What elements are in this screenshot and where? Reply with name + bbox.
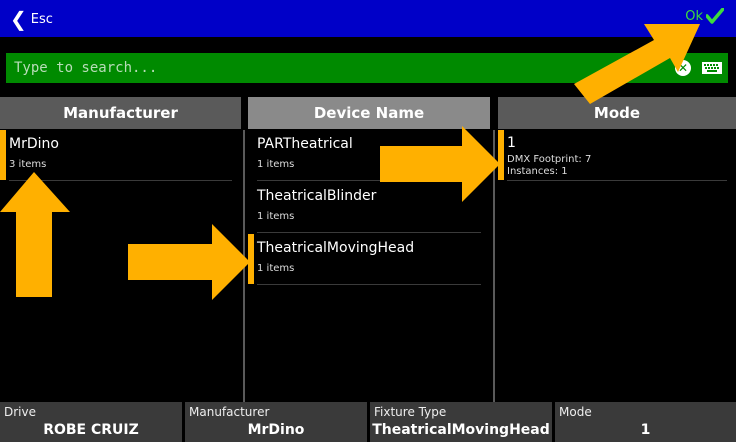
summary-value: ROBE CRUIZ	[43, 422, 139, 438]
device-item-partheatrical[interactable]: PARTheatrical 1 items	[257, 129, 481, 181]
ok-label: Ok	[685, 8, 703, 24]
summary-value: TheatricalMovingHead	[372, 422, 550, 438]
summary-caption: Mode	[559, 405, 592, 419]
clear-icon[interactable]: ✕	[675, 60, 691, 76]
selection-indicator	[248, 234, 254, 284]
mode-column: Mode 1 DMX Footprint: 7 Instances: 1	[498, 97, 736, 402]
device-name-header[interactable]: Device Name	[248, 97, 490, 129]
selection-indicator	[498, 130, 504, 180]
item-name: 1	[507, 135, 516, 151]
column-divider	[243, 130, 245, 402]
checkmark-icon	[706, 8, 724, 24]
title-bar: ❮ Esc Ok	[0, 0, 736, 37]
device-item-theatricalmovinghead[interactable]: TheatricalMovingHead 1 items	[248, 233, 481, 285]
item-name: PARTheatrical	[257, 136, 353, 152]
mode-item-1[interactable]: 1 DMX Footprint: 7 Instances: 1	[498, 129, 727, 181]
item-name: MrDino	[9, 136, 59, 152]
search-input[interactable]	[6, 53, 656, 83]
summary-caption: Manufacturer	[189, 405, 270, 419]
item-count: 1 items	[257, 159, 295, 170]
selection-indicator	[0, 130, 6, 180]
esc-button[interactable]: ❮ Esc	[10, 7, 53, 31]
chevron-left-icon: ❮	[10, 7, 27, 31]
esc-label: Esc	[30, 11, 53, 27]
device-name-column: Device Name PARTheatrical 1 items Theatr…	[248, 97, 490, 402]
summary-value: MrDino	[247, 422, 305, 438]
summary-caption: Fixture Type	[374, 405, 447, 419]
keyboard-icon[interactable]	[702, 62, 722, 74]
item-count: 1 items	[257, 263, 295, 274]
device-item-theatricalblinder[interactable]: TheatricalBlinder 1 items	[257, 181, 481, 233]
item-name: TheatricalMovingHead	[257, 240, 415, 256]
summary-drive: Drive ROBE CRUIZ	[0, 402, 182, 442]
column-divider	[493, 130, 495, 402]
mode-header[interactable]: Mode	[498, 97, 736, 129]
summary-caption: Drive	[4, 405, 36, 419]
item-count: 1 items	[257, 211, 295, 222]
summary-mode: Mode 1	[555, 402, 736, 442]
item-name: TheatricalBlinder	[257, 188, 377, 204]
summary-value: 1	[640, 422, 651, 438]
summary-bar: Drive ROBE CRUIZ Manufacturer MrDino Fix…	[0, 402, 736, 442]
summary-manufacturer: Manufacturer MrDino	[185, 402, 367, 442]
manufacturer-header[interactable]: Manufacturer	[0, 97, 241, 129]
summary-fixture-type: Fixture Type TheatricalMovingHead	[370, 402, 552, 442]
manufacturer-column: Manufacturer MrDino 3 items	[0, 97, 241, 402]
instances: Instances: 1	[507, 166, 568, 177]
dmx-footprint: DMX Footprint: 7	[507, 154, 592, 165]
ok-button[interactable]: Ok	[685, 8, 724, 24]
manufacturer-item-mrdino[interactable]: MrDino 3 items	[0, 129, 232, 181]
search-bar: ✕	[6, 53, 728, 83]
item-count: 3 items	[9, 159, 47, 170]
